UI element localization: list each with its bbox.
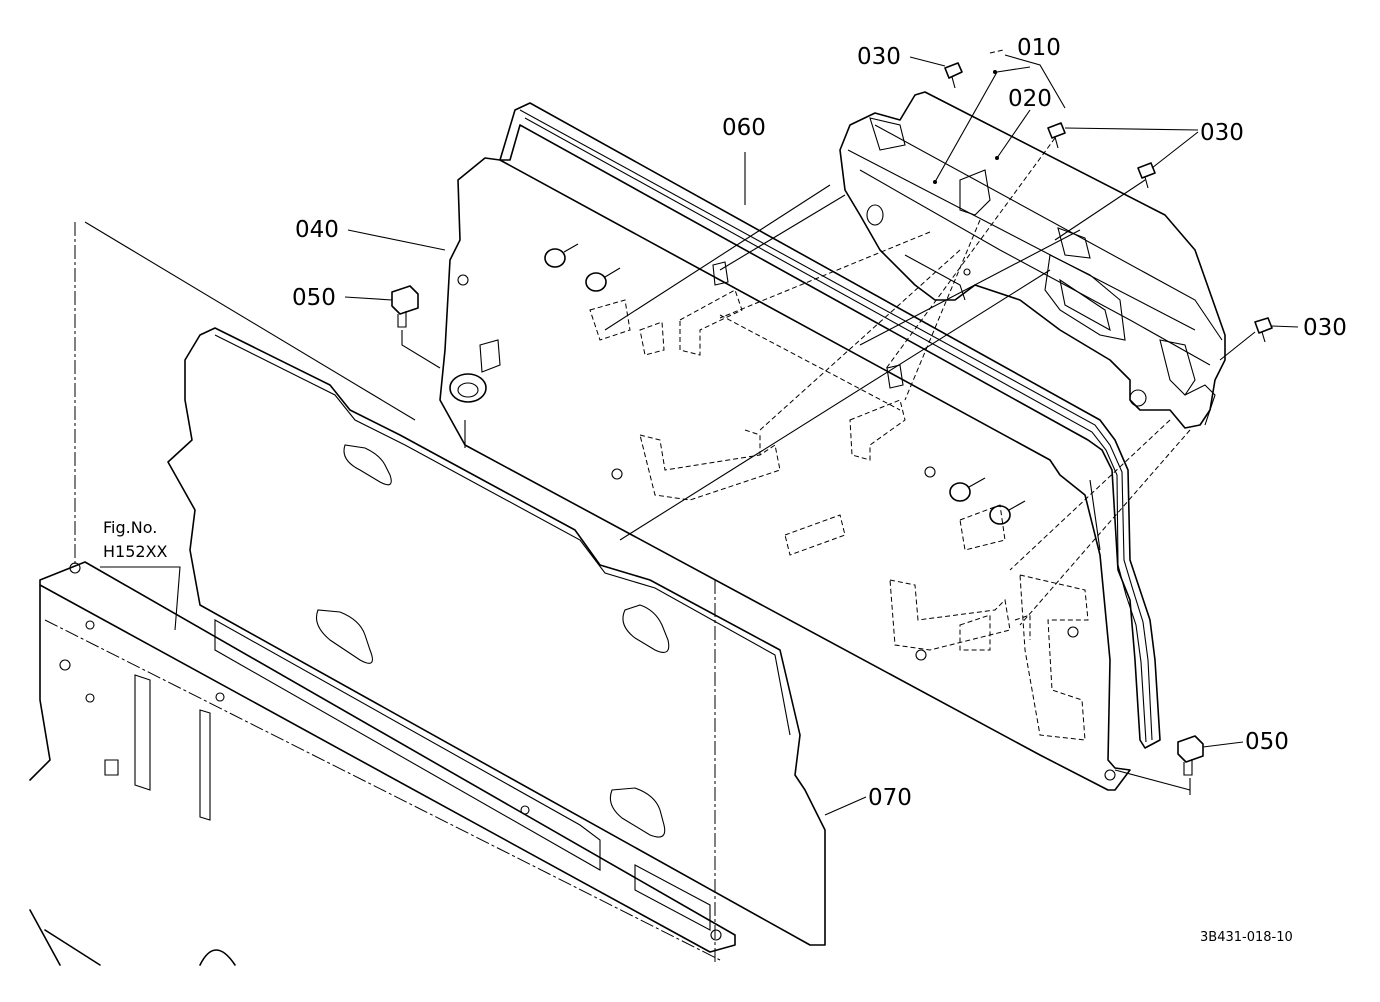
screw-030-right bbox=[1254, 317, 1273, 343]
screw-030-mid-2 bbox=[1137, 162, 1156, 189]
label-050-right: 050 bbox=[1245, 729, 1289, 755]
part-060-gasket bbox=[499, 102, 1161, 749]
part-040-panel bbox=[439, 157, 1131, 791]
bolt-050-left bbox=[391, 285, 441, 369]
callout-labels: 010 020 030 030 030 060 040 050 050 070 … bbox=[103, 35, 1347, 945]
label-040: 040 bbox=[295, 217, 339, 243]
bolt-050-right bbox=[1177, 735, 1204, 795]
label-leaders bbox=[100, 49, 1299, 816]
label-030-right: 030 bbox=[1303, 315, 1347, 341]
screw-030-mid-1 bbox=[1047, 122, 1066, 149]
label-050-left: 050 bbox=[292, 285, 336, 311]
label-070: 070 bbox=[868, 785, 912, 811]
assembly-lines bbox=[84, 137, 1256, 791]
figure-ref-line1: Fig.No. bbox=[103, 518, 157, 537]
screw-030-top bbox=[944, 62, 963, 89]
label-020: 020 bbox=[1008, 86, 1052, 112]
drawing-code: 3B431-018-10 bbox=[1200, 930, 1293, 945]
base-panel bbox=[29, 222, 736, 966]
label-030-top: 030 bbox=[857, 44, 901, 70]
figure-ref-line2: H152XX bbox=[103, 542, 168, 561]
label-010: 010 bbox=[1017, 35, 1061, 61]
label-060: 060 bbox=[722, 115, 766, 141]
part-030-screws bbox=[944, 62, 1273, 343]
part-050-bolts bbox=[391, 285, 1204, 795]
part-010-instrument-cluster bbox=[839, 70, 1226, 429]
label-030-mid: 030 bbox=[1200, 120, 1244, 146]
